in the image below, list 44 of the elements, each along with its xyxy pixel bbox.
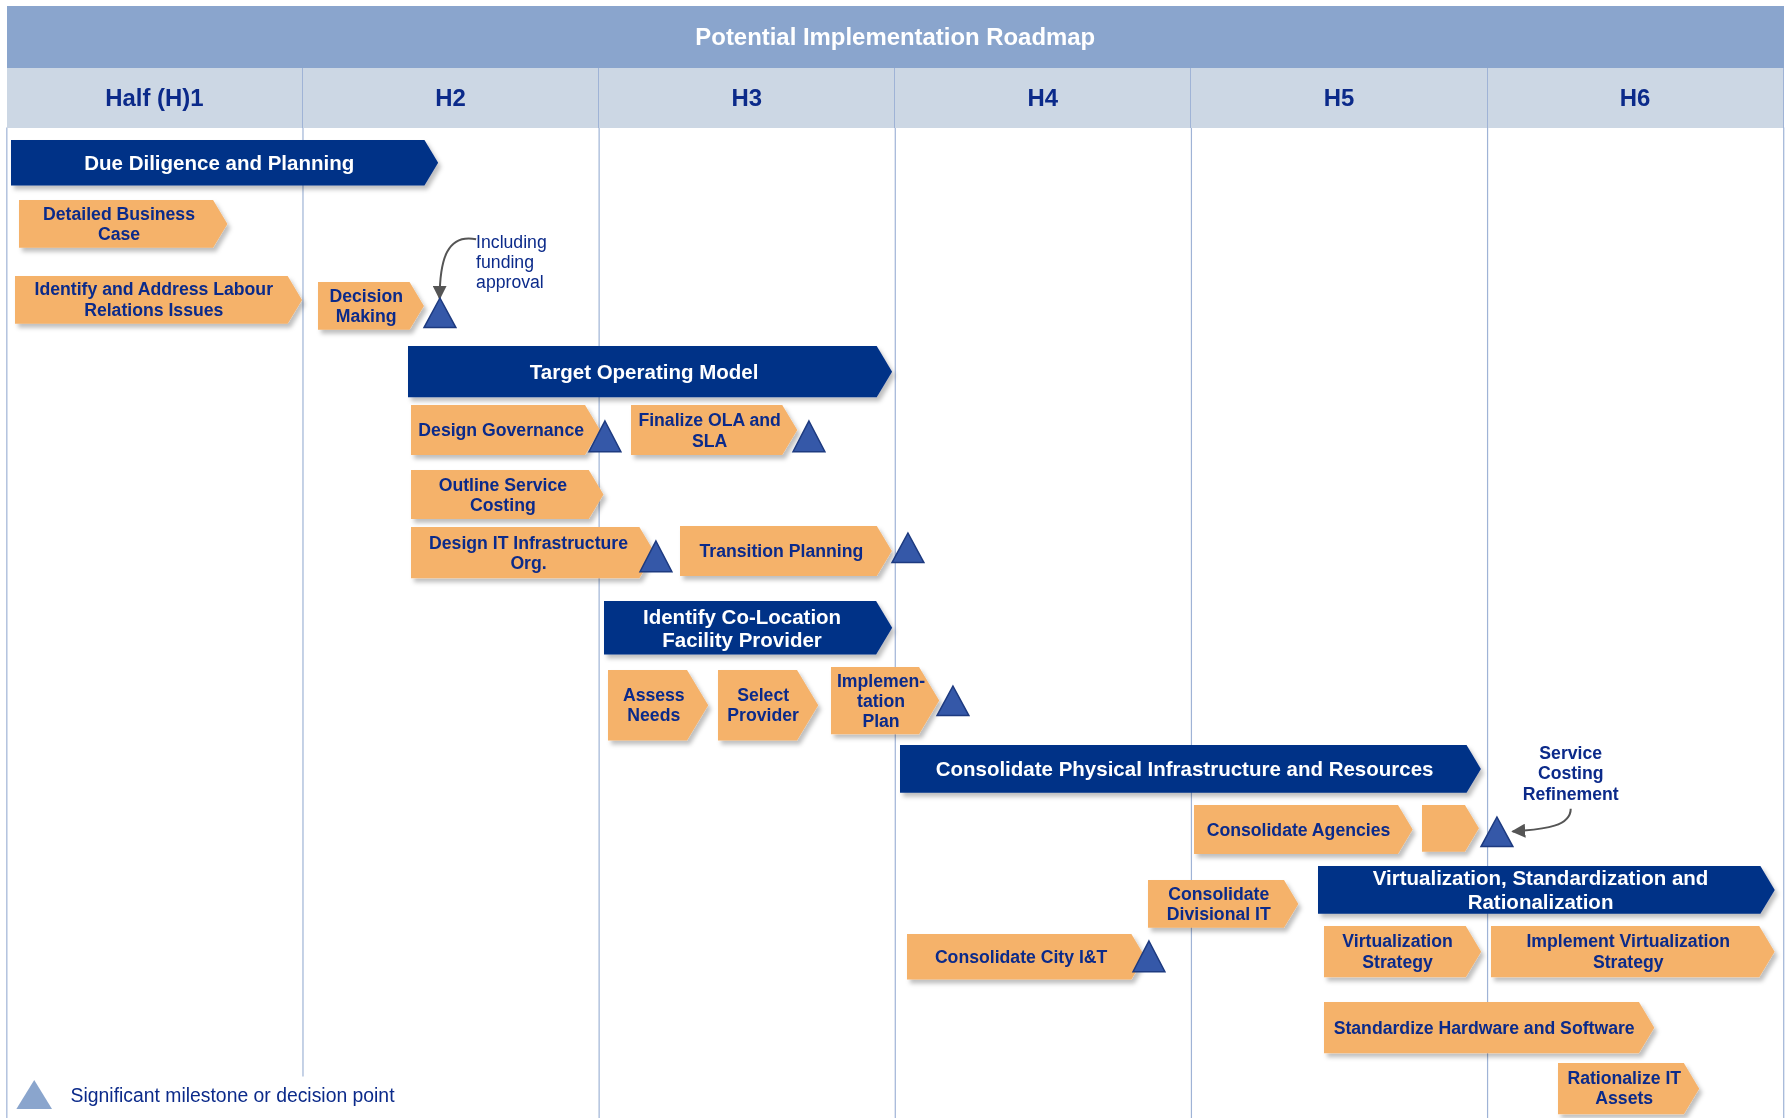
task-bar: Consolidate Divisional IT <box>1148 880 1299 929</box>
column-header: H2 <box>302 68 600 128</box>
phase-bar: Virtualization, Standardization and Rationalization <box>1317 865 1775 914</box>
phase-bar: Consolidate Physical Infrastructure and Resources <box>899 744 1481 793</box>
task-bar: Identify and Address Labour Relations Issues <box>14 275 302 324</box>
milestone-triangle <box>588 421 621 453</box>
task-bar: Consolidate Agencies <box>1193 805 1413 855</box>
phase-bar: Target Operating Model <box>407 346 892 398</box>
column-header: Half (H)1 <box>6 68 303 128</box>
task-bar: Consolidate City I&T <box>906 934 1145 980</box>
task-bar: Rationalize IT Assets <box>1558 1062 1700 1114</box>
column-header: H6 <box>1487 68 1784 128</box>
phase-bar: Identify Co-Location Facility Provider <box>603 601 892 655</box>
milestone-triangle <box>1480 816 1513 847</box>
column-header: H4 <box>895 68 1192 128</box>
column-header: H3 <box>599 68 896 128</box>
task-bar: Detailed Business Case <box>19 200 228 249</box>
task-bar: Design IT Infrastructure Org. <box>411 527 655 579</box>
task-bar: Select Provider <box>717 669 818 741</box>
leader-line <box>432 237 478 300</box>
task-bar: Outline Service Costing <box>411 470 604 520</box>
milestone-triangle <box>423 298 456 329</box>
callout-text: Service Costing Refinement <box>1514 738 1627 809</box>
task-bar: Implemen-tation Plan <box>831 667 940 735</box>
task-bar: Implement Virtualization Strategy <box>1491 926 1775 978</box>
milestone-triangle <box>640 541 672 572</box>
task-bar: Design Governance <box>411 405 601 456</box>
leader-line <box>1511 807 1572 838</box>
task-bar: Assess Needs <box>608 669 709 741</box>
title-banner: Potential Implementation Roadmap <box>6 5 1784 69</box>
task-bar: Standardize Hardware and Software <box>1323 1002 1654 1054</box>
task-bar: Finalize OLA and SLA <box>631 405 798 456</box>
milestone-triangle <box>891 533 924 563</box>
legend-text: Significant milestone or decision point <box>70 1083 396 1109</box>
task-bar: Virtualization Strategy <box>1323 926 1481 978</box>
phase-bar: Due Diligence and Planning <box>11 140 439 186</box>
milestone-triangle <box>1133 940 1166 972</box>
milestone-triangle <box>937 685 970 716</box>
callout-text: Including funding approval <box>476 225 568 299</box>
task-bar <box>1421 805 1479 852</box>
task-bar: Decision Making <box>317 282 424 331</box>
milestone-triangle <box>792 421 825 453</box>
column-header: H5 <box>1191 68 1488 128</box>
task-bar: Transition Planning <box>680 526 892 577</box>
